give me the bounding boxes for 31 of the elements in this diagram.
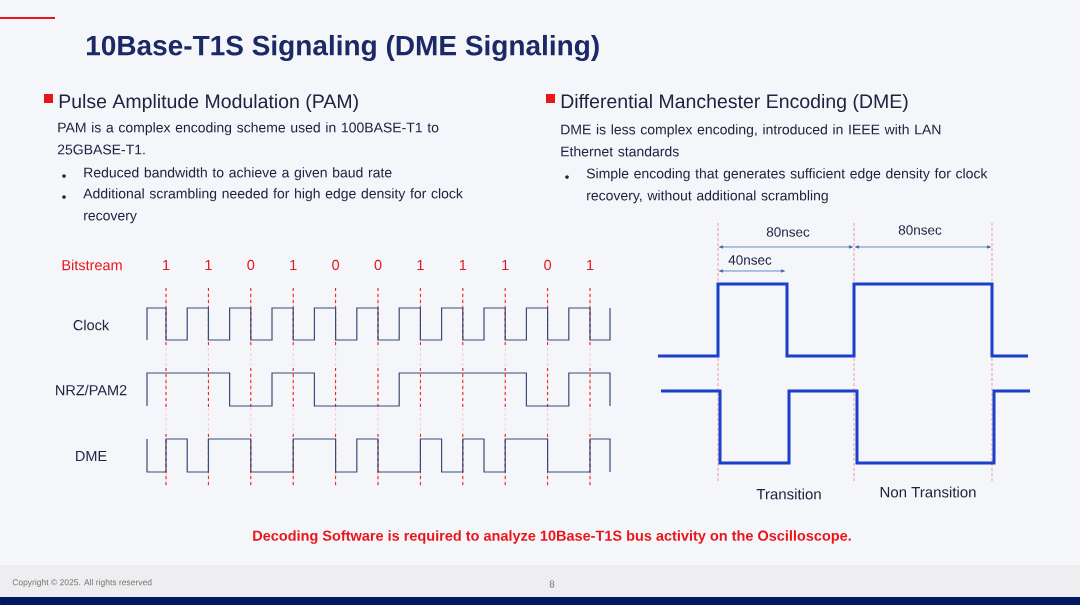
bit-value: 1 xyxy=(459,260,467,270)
bit-value: 1 xyxy=(417,260,424,270)
bit-value: 1 xyxy=(205,260,212,270)
bit-value: 0 xyxy=(374,259,382,271)
row-label: Bitstream xyxy=(62,259,122,271)
bit-value: 1 xyxy=(163,260,170,270)
bit-value: 0 xyxy=(332,259,340,271)
bit-value: 1 xyxy=(502,260,509,270)
bullet-item: Reduced bandwidth to achieve a given baud rate xyxy=(62,167,392,181)
row-label: DME xyxy=(76,451,107,461)
waveform-caption: Non Transition xyxy=(880,486,976,498)
bit-value: 1 xyxy=(587,260,594,270)
bit-value: 0 xyxy=(544,259,552,271)
row-label: NRZ/PAM2 xyxy=(56,384,127,396)
warning-note: Decoding Software is required to analyze 10Base-T1S bus activity on the Oscilloscope. xyxy=(253,530,851,544)
section-heading: Pulse Amplitude Modulation (PAM) xyxy=(44,93,358,113)
copyright-note: Copyright © 2025. All rights reserved xyxy=(12,579,152,587)
bullet-item: Additional scrambling needed for high edge density for clock recovery xyxy=(62,188,463,224)
bullet-item: Simple encoding that generates sufficient edge density for clock recovery, without additional scrambling xyxy=(565,168,988,204)
waveform-caption: Transition xyxy=(756,488,821,500)
dimension-label: 80nsec xyxy=(898,225,942,235)
dimension-label: 40nsec xyxy=(728,255,772,265)
dimension-label: 80nsec xyxy=(766,227,810,237)
row-label: Clock xyxy=(73,319,110,331)
bit-value: 0 xyxy=(247,259,255,271)
section-heading: Differential Manchester Encoding (DME) xyxy=(546,93,908,113)
slide-title: 10Base-T1S Signaling (DME Signaling) xyxy=(86,34,599,62)
bit-value: 1 xyxy=(290,260,297,270)
paragraph: DME is less complex encoding, introduced in IEEE with LAN Ethernet standards xyxy=(561,124,941,157)
paragraph: PAM is a complex encoding scheme used in 100BASE-T1 to 25GBASE-T1. xyxy=(57,122,439,155)
page-number: 8 xyxy=(549,580,555,588)
